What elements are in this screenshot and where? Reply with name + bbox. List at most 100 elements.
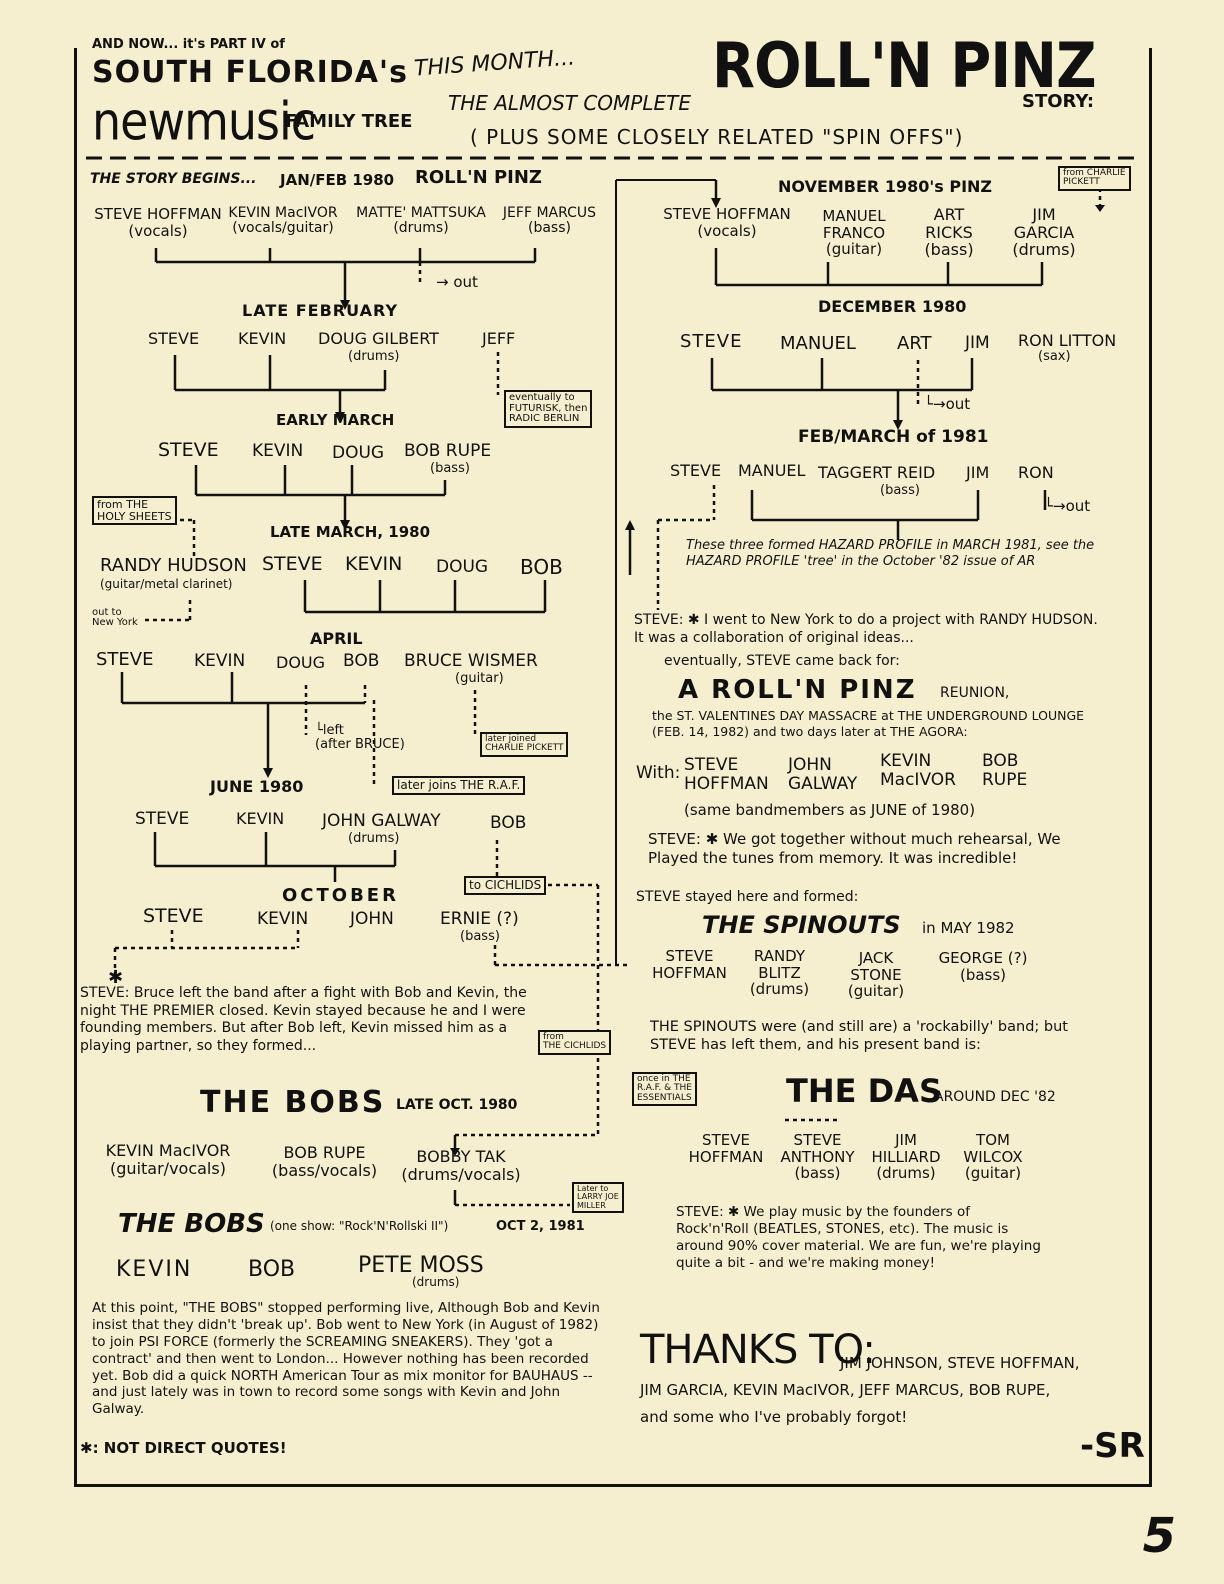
member-steve: STEVE: [135, 809, 190, 829]
member-bob-rupe: BOB RUPE(bass/vocals): [262, 1144, 387, 1179]
member-manuel-franco: MANUEL FRANCO(guitar): [808, 208, 900, 258]
steve-quote-new-york: STEVE: ✱ I went to New York to do a proj…: [634, 612, 1098, 646]
member-name: MANUEL FRANCO: [822, 207, 886, 242]
member-role: (vocals): [128, 221, 188, 240]
member-role: (sax): [1038, 349, 1071, 364]
member-steve-hoffman: STEVE HOFFMAN: [686, 1132, 766, 1165]
member-role: (guitar/metal clarinet): [100, 577, 233, 591]
member-role: (guitar): [825, 240, 883, 258]
note-line: CHARLIE PICKETT: [485, 743, 564, 754]
member-randy-hudson: RANDY HUDSON: [100, 555, 247, 576]
steve-quote-reunion: STEVE: ✱ We got together without much re…: [648, 830, 1061, 867]
member-role: (drums): [348, 831, 400, 846]
note-later-joins-raf: later joins THE R.A.F.: [392, 776, 526, 795]
member-role: (bass): [460, 929, 500, 944]
note-line: later joined: [485, 734, 537, 744]
member-john: JOHN: [350, 909, 394, 929]
member-name: STEVE HOFFMAN: [688, 1131, 764, 1166]
thanks-names: JIM JOHNSON, STEVE HOFFMAN, JIM GARCIA, …: [640, 1354, 1080, 1426]
early-march-label: EARLY MARCH: [276, 411, 395, 429]
note-line: New York: [92, 617, 138, 628]
note-line: THE CICHLIDS: [543, 1041, 607, 1052]
member-role: (bass): [924, 240, 974, 260]
member-name: TOM WILCOX: [963, 1131, 1023, 1166]
member-role: (drums): [1012, 240, 1076, 260]
newmusic-heading: newmusic: [92, 89, 316, 153]
member-steve: STEVE: [143, 905, 204, 927]
the-bobs-date: LATE OCT. 1980: [396, 1097, 518, 1113]
member-george: GEORGE (?)(bass): [938, 950, 1028, 983]
member-name: JACK STONE: [850, 949, 902, 984]
roll-n-pinz-band-label: ROLL'N PINZ: [415, 167, 542, 188]
roll-n-pinz-title: ROLL'N PINZ: [712, 29, 1097, 102]
member-steve-hoffman: STEVE HOFFMAN(vocals): [88, 206, 228, 239]
member-doug-gilbert: DOUG GILBERT: [318, 329, 439, 348]
stayed-here-note: STEVE stayed here and formed:: [636, 889, 859, 905]
member-ernie: ERNIE (?): [440, 909, 519, 929]
member-bob: BOB: [248, 1257, 296, 1282]
page-number: 5: [1142, 1508, 1176, 1564]
member-steve-hoffman: STEVE HOFFMAN(vocals): [652, 206, 802, 239]
member-jack-stone: JACK STONE(guitar): [836, 950, 916, 1000]
member-steve: STEVE: [148, 329, 200, 348]
member-taggert-reid: TAGGERT REID: [818, 463, 936, 482]
member-steve: STEVE: [262, 553, 323, 575]
member-steve: STEVE: [680, 331, 743, 352]
member-role: (drums): [749, 980, 810, 998]
family-tree-label: FAMILY TREE: [285, 111, 413, 132]
note-line: from: [543, 1032, 564, 1042]
signature-sr: -SR: [1080, 1426, 1145, 1466]
member-name: STEVE ANTHONY: [780, 1131, 855, 1166]
member-pete-moss: PETE MOSS: [358, 1253, 484, 1278]
steve-quote-das: STEVE: ✱ We play music by the founders o…: [676, 1204, 1041, 1271]
hazard-profile-note: These three formed HAZARD PROFILE in MAR…: [686, 538, 1095, 570]
member-role: (drums/vocals): [401, 1164, 521, 1184]
member-tom-wilcox: TOM WILCOX(guitar): [958, 1132, 1028, 1182]
asterisk-mark: ✱: [108, 967, 124, 988]
page-frame: [74, 48, 1152, 1487]
member-role: (drums): [393, 220, 449, 237]
member-role: (bass): [430, 461, 470, 476]
note-line: R.A.F. & THE: [637, 1083, 692, 1094]
out-text: out: [1065, 497, 1091, 515]
member-name: STEVE HOFFMAN: [652, 947, 727, 982]
member-role: (bass): [880, 483, 920, 498]
member-kevin: KEVIN: [345, 553, 403, 575]
member-kevin: KEVIN: [194, 651, 246, 671]
note-line: eventually to: [509, 392, 575, 403]
member-manuel: MANUEL: [780, 333, 856, 354]
steve-quote-bruce-left: STEVE: Bruce left the band after a fight…: [80, 985, 527, 1054]
member-matte-mattsuka: MATTE' MATTSUKA(drums): [346, 205, 496, 237]
one-show-note: (one show: "Rock'N'Rollski II"): [270, 1219, 449, 1233]
member-ron: RON: [1018, 463, 1054, 482]
note-line: MILLER: [577, 1200, 606, 1210]
member-ron-litton: RON LITTON: [1018, 331, 1117, 350]
the-bobs-date-2: OCT 2, 1981: [496, 1219, 585, 1234]
note-line: from THE: [97, 498, 149, 511]
member-steve: STEVE: [670, 461, 722, 480]
the-spinouts-heading: THE SPINOUTS: [702, 911, 901, 939]
not-direct-quotes-note: ✱: NOT DIRECT QUOTES!: [80, 1439, 287, 1457]
member-jeff: JEFF: [482, 329, 516, 348]
member-randy-blitz: RANDY BLITZ(drums): [742, 948, 817, 998]
member-role: (guitar): [455, 671, 504, 686]
closing-paragraph: At this point, "THE BOBS" stopped perfor…: [92, 1300, 600, 1418]
reunion-label: REUNION,: [940, 685, 1010, 701]
the-bobs-heading-2: THE BOBS: [118, 1209, 265, 1239]
almost-complete-label: THE ALMOST COMPLETE: [448, 91, 691, 115]
note-line: PICKETT: [1063, 177, 1100, 188]
das-date: AROUND DEC '82: [934, 1089, 1056, 1105]
intro-text: AND NOW... it's PART IV of: [92, 37, 285, 52]
member-manuel: MANUEL: [738, 461, 806, 480]
out-label-1: → out: [436, 273, 478, 291]
feb-march-1981-label: FEB/MARCH of 1981: [798, 427, 989, 447]
south-florida-heading: SOUTH FLORIDA's: [92, 55, 408, 90]
reunion-details: the ST. VALENTINES DAY MASSACRE at THE U…: [652, 708, 1085, 739]
story-begins-label: THE STORY BEGINS...: [90, 171, 257, 187]
same-bandmembers-note: (same bandmembers as JUNE of 1980): [684, 801, 976, 819]
